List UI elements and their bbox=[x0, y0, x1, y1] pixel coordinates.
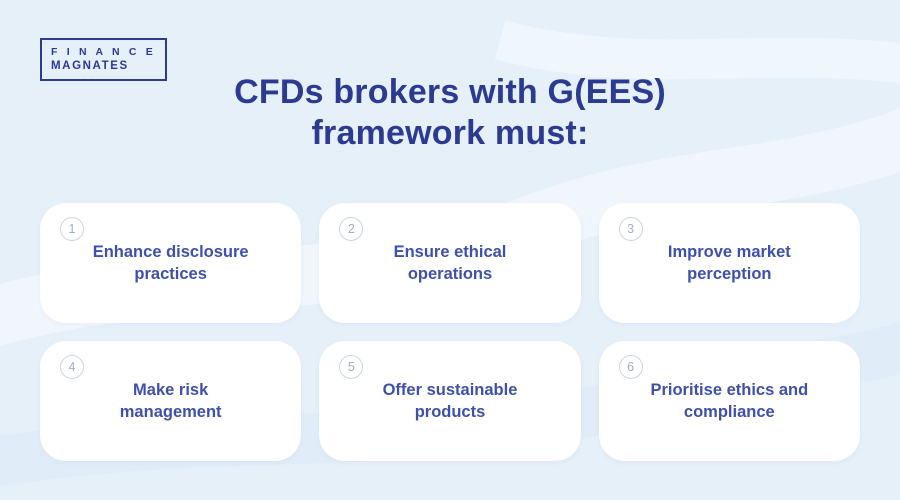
card-market-perception: 3 Improve market perception bbox=[598, 203, 860, 323]
card-text: Offer sustainable products bbox=[382, 380, 518, 421]
card-risk-management: 4 Make risk management bbox=[40, 341, 302, 461]
page-title: CFDs brokers with G(EES) framework must: bbox=[0, 72, 900, 155]
cards-grid: 1 Enhance disclosure practices 2 Ensure … bbox=[40, 203, 860, 461]
card-enhance-disclosure: 1 Enhance disclosure practices bbox=[40, 203, 302, 323]
card-text: Improve market perception bbox=[667, 242, 791, 283]
card-ethical-operations: 2 Ensure ethical operations bbox=[319, 203, 581, 323]
card-number-badge: 4 bbox=[60, 355, 84, 379]
card-number-badge: 1 bbox=[60, 217, 84, 241]
page-title-line-2: framework must: bbox=[311, 114, 589, 153]
card-text: Prioritise ethics and compliance bbox=[650, 380, 809, 421]
card-number-badge: 2 bbox=[339, 217, 364, 241]
card-sustainable-products: 5 Offer sustainable products bbox=[319, 341, 581, 461]
card-number-badge: 3 bbox=[618, 217, 643, 241]
card-text: Enhance disclosure practices bbox=[92, 242, 249, 283]
logo-line-finance: F I N A N C E bbox=[51, 46, 156, 58]
card-number-badge: 6 bbox=[618, 355, 643, 379]
logo-line-magnates: MAGNATES bbox=[51, 60, 129, 73]
finance-magnates-logo: F I N A N C E MAGNATES bbox=[40, 38, 167, 81]
card-ethics-compliance: 6 Prioritise ethics and compliance bbox=[598, 341, 860, 461]
card-text: Ensure ethical operations bbox=[393, 242, 507, 283]
card-number-badge: 5 bbox=[339, 355, 364, 379]
page-title-line-1: CFDs brokers with G(EES) bbox=[234, 73, 666, 111]
card-text: Make risk management bbox=[119, 380, 222, 421]
